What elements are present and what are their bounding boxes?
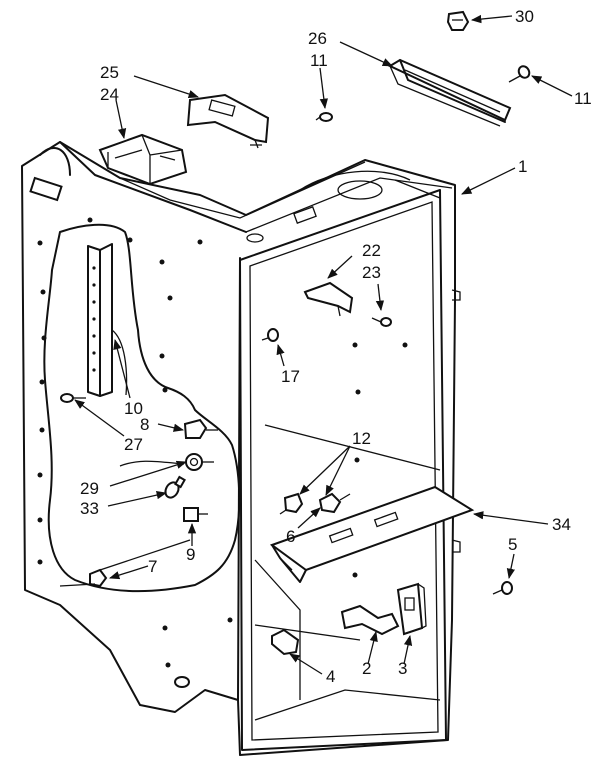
- callout-5: 5: [508, 535, 517, 554]
- leader-lines: [74, 14, 573, 675]
- callout-25: 25: [100, 63, 119, 82]
- part-30-clip: [446, 10, 470, 31]
- part-3-bracket: [396, 582, 427, 636]
- callout-22: 22: [362, 241, 381, 260]
- part-2-hinge: [340, 604, 400, 636]
- callout-8: 8: [140, 415, 149, 434]
- callout-10: 10: [124, 399, 143, 418]
- callout-26: 26: [308, 29, 327, 48]
- callout-2: 2: [362, 659, 371, 678]
- part-5-screw: [492, 581, 513, 595]
- part-23-screw: [371, 317, 392, 327]
- cabinet-liner: [21, 141, 461, 756]
- callout-labels: 30 26 11 25 24 11 1 22 23 17 10 27 8 12 …: [80, 7, 592, 686]
- callout-34: 34: [552, 515, 571, 534]
- callout-1: 1: [518, 157, 527, 176]
- part-11-screw-b: [315, 112, 333, 122]
- callout-17: 17: [281, 367, 300, 386]
- callout-24: 24: [100, 85, 119, 104]
- part-12-socket: [279, 492, 351, 515]
- part-17-screw: [261, 328, 279, 342]
- callout-23: 23: [362, 263, 381, 282]
- part-22-bracket: [303, 281, 354, 317]
- callout-11: 11: [310, 51, 328, 70]
- callout-7: 7: [148, 557, 157, 576]
- callout-4: 4: [326, 667, 335, 686]
- callout-30: 30: [515, 7, 534, 26]
- part-4-block: [271, 628, 300, 656]
- part-25-bracket: [186, 93, 270, 149]
- callout-3: 3: [398, 659, 407, 678]
- callout-29: 29: [80, 479, 99, 498]
- callout-27: 27: [124, 435, 143, 454]
- callout-6: 6: [286, 527, 295, 546]
- part-26-channel: [387, 58, 512, 127]
- callout-33: 33: [80, 499, 99, 518]
- callout-11: 11: [574, 89, 592, 108]
- callout-12: 12: [352, 429, 371, 448]
- part-11-screw-a: [508, 65, 531, 83]
- part-24-housing: [98, 133, 188, 186]
- cutaway-view: [43, 223, 241, 593]
- part-34-light-shield: [269, 485, 475, 583]
- callout-9: 9: [186, 545, 195, 564]
